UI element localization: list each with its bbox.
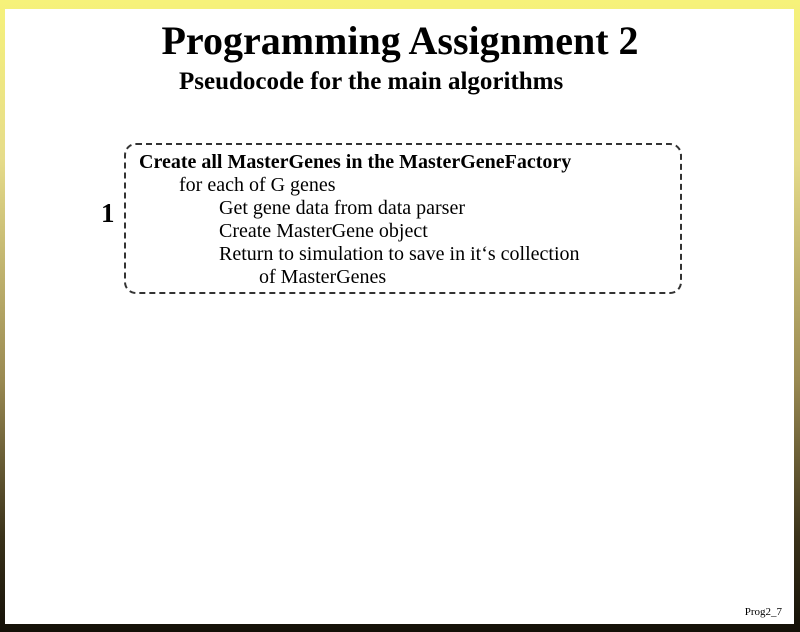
slide-subtitle: Pseudocode for the main algorithms — [179, 68, 564, 95]
pseudocode-box — [124, 143, 682, 294]
pseudocode-line: for each of G genes — [179, 174, 336, 196]
pseudocode-line: Return to simulation to save in it‘s col… — [219, 243, 580, 265]
pseudocode-line: Get gene data from data parser — [219, 197, 465, 219]
pseudocode-line: Create all MasterGenes in the MasterGene… — [139, 151, 572, 173]
slide-title: Programming Assignment 2 — [161, 18, 639, 63]
step-number: 1 — [101, 198, 115, 228]
slide-canvas: Programming Assignment 2 Pseudocode for … — [5, 9, 794, 624]
slide-footer: Prog2_7 — [744, 606, 782, 618]
pseudocode-line: Create MasterGene object — [219, 220, 428, 242]
pseudocode-line: of MasterGenes — [259, 266, 387, 288]
